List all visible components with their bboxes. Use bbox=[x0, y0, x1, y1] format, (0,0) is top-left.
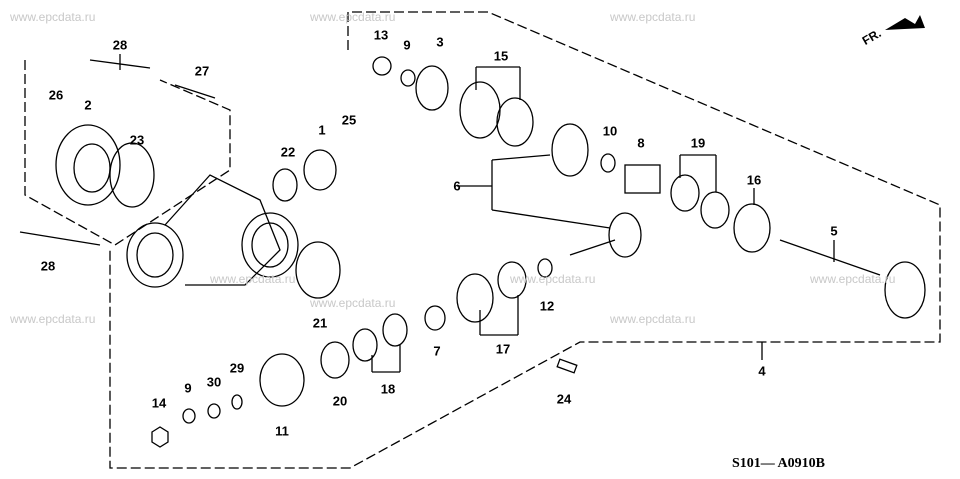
callout: 7 bbox=[433, 343, 441, 359]
nut-13 bbox=[372, 56, 392, 76]
callout: 22 bbox=[280, 144, 296, 160]
bearing-20 bbox=[320, 341, 350, 379]
washer-9-top bbox=[400, 69, 416, 87]
callout: 18 bbox=[380, 381, 396, 397]
washer-30 bbox=[207, 403, 221, 419]
o-ring-23 bbox=[109, 142, 155, 208]
callout: 13 bbox=[373, 27, 389, 43]
snap-ring-3 bbox=[415, 65, 449, 111]
callout: 1 bbox=[318, 122, 326, 138]
watermark: www.epcdata.ru bbox=[810, 272, 896, 286]
watermark: www.epcdata.ru bbox=[310, 296, 396, 310]
assembly-boundary bbox=[109, 11, 941, 469]
ring-gear-6 bbox=[551, 123, 589, 177]
watermark: www.epcdata.ru bbox=[10, 10, 96, 24]
collar-7 bbox=[424, 305, 446, 331]
diagram-code: S101— A0910B bbox=[732, 456, 825, 471]
bearing-19b bbox=[700, 191, 730, 229]
washer-9 bbox=[182, 408, 196, 424]
callout: 16 bbox=[746, 172, 762, 188]
callout: 23 bbox=[129, 132, 145, 148]
washer-12 bbox=[537, 258, 553, 278]
washer-10 bbox=[600, 153, 616, 173]
washer-29 bbox=[231, 394, 243, 410]
callout: 30 bbox=[206, 374, 222, 390]
race-18a bbox=[382, 313, 408, 347]
flange-11 bbox=[259, 353, 305, 407]
race-17b bbox=[456, 273, 494, 323]
o-ring-22 bbox=[272, 168, 298, 202]
callout: 8 bbox=[637, 135, 645, 151]
callout: 15 bbox=[493, 48, 509, 64]
bearing-18b bbox=[352, 328, 378, 362]
watermark: www.epcdata.ru bbox=[610, 10, 696, 24]
bearing-16 bbox=[733, 203, 771, 253]
watermark: www.epcdata.ru bbox=[310, 10, 396, 24]
callout: 11 bbox=[275, 423, 289, 439]
front-arrow-icon bbox=[885, 15, 925, 30]
callout: 4 bbox=[758, 363, 766, 379]
callout: 26 bbox=[48, 87, 64, 103]
o-ring-21 bbox=[295, 241, 341, 299]
watermark: www.epcdata.ru bbox=[610, 312, 696, 326]
callout: 9 bbox=[184, 380, 192, 396]
callout: 19 bbox=[690, 135, 706, 151]
callout: 25 bbox=[341, 112, 357, 128]
callout: 28 bbox=[40, 258, 56, 274]
callout: 24 bbox=[556, 391, 572, 407]
callout: 12 bbox=[539, 298, 555, 314]
watermark: www.epcdata.ru bbox=[210, 272, 296, 286]
watermark: www.epcdata.ru bbox=[510, 272, 596, 286]
pinion-6 bbox=[608, 212, 642, 258]
callout: 29 bbox=[229, 360, 245, 376]
callout: 21 bbox=[312, 315, 328, 331]
callout: 2 bbox=[84, 97, 92, 113]
shaft-5 bbox=[779, 239, 881, 276]
callout: 20 bbox=[332, 393, 348, 409]
callout: 17 bbox=[495, 341, 511, 357]
gear-5 bbox=[884, 261, 926, 319]
bearing-race-15 bbox=[459, 81, 501, 139]
nut-14 bbox=[151, 426, 169, 448]
callout: 10 bbox=[602, 123, 618, 139]
callout: 27 bbox=[194, 63, 210, 79]
bearing-15 bbox=[496, 97, 534, 147]
bearing-17a bbox=[497, 261, 527, 299]
callout: 28 bbox=[112, 37, 128, 53]
watermark: www.epcdata.ru bbox=[10, 312, 96, 326]
callout: 9 bbox=[403, 37, 411, 53]
housing-boundary bbox=[24, 60, 231, 246]
callout: 6 bbox=[453, 178, 461, 194]
cover-1 bbox=[303, 149, 337, 191]
callout: 5 bbox=[830, 223, 838, 239]
bearing-19a bbox=[670, 174, 700, 212]
callout: 3 bbox=[436, 34, 444, 50]
transfer-housing bbox=[126, 174, 299, 288]
spacer-8 bbox=[624, 164, 661, 194]
callout: 14 bbox=[151, 395, 167, 411]
pin-24 bbox=[556, 358, 578, 374]
